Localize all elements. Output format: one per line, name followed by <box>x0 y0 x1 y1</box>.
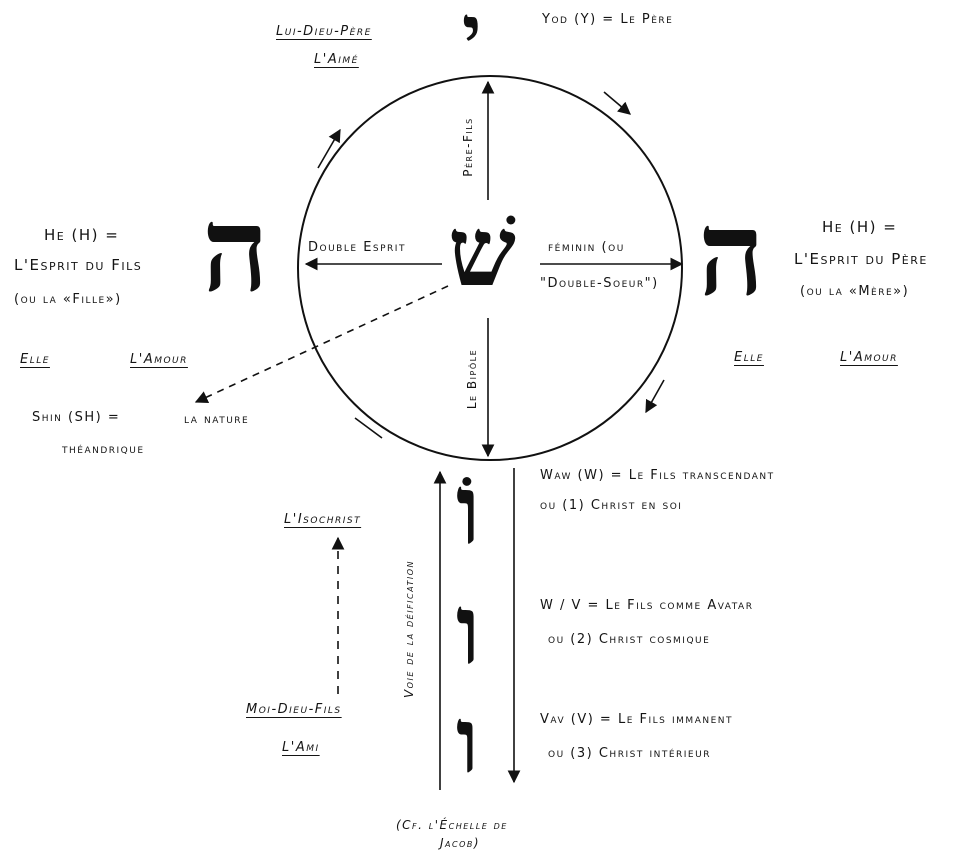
label-he-left-1: He (H) = <box>44 226 120 244</box>
label-voie-deification: Voie de la déification <box>402 559 417 699</box>
label-moi-dieu-fils: Moi-Dieu-Fils <box>246 702 342 717</box>
label-amour-right: L'Amour <box>840 350 898 365</box>
label-double-soeur: "Double-Soeur") <box>540 276 659 291</box>
hebrew-waw: וֹ <box>456 453 481 566</box>
label-waw-2: ou (1) Christ en soi <box>540 498 683 513</box>
label-l-ami: L'Ami <box>282 740 320 755</box>
label-l-aime: L'Aimé <box>314 52 359 67</box>
label-vav-2: ou (3) Christ intérieur <box>548 746 711 761</box>
hebrew-he-left: ה <box>202 182 269 318</box>
label-cf-line2: Jacob) <box>440 836 481 850</box>
label-he-right-3: (ou la «Mère») <box>800 284 910 299</box>
label-cf-line1: (Cf. l'Échelle de <box>396 818 508 832</box>
label-l-isochrist: L'Isochrist <box>284 512 362 527</box>
label-waw-1: Waw (W) = Le Fils transcendant <box>540 468 775 483</box>
hebrew-yod: י <box>462 0 482 76</box>
label-lui-dieu-pere: Lui-Dieu-Père <box>276 24 372 39</box>
label-elle-right: Elle <box>734 350 764 365</box>
label-le-bipole: Le Bipôle <box>465 348 480 410</box>
label-shin-1b: la nature <box>184 412 250 427</box>
circulation-arrow-top-right <box>603 91 631 115</box>
hebrew-wv: ו <box>456 573 481 686</box>
label-double-esprit: Double Esprit <box>308 240 406 255</box>
label-he-left-3: (ou la «Fille») <box>14 292 122 307</box>
label-amour-left: L'Amour <box>130 352 188 367</box>
label-pere-fils: Père-Fils <box>460 117 475 177</box>
hebrew-shin: שׁ <box>448 195 516 308</box>
label-he-left-2: L'Esprit du Fils <box>14 256 143 274</box>
label-shin-2: théandrique <box>62 442 145 457</box>
label-he-right-2: L'Esprit du Père <box>794 250 928 268</box>
hebrew-vav: ו <box>456 688 480 794</box>
circulation-arrow-right <box>645 379 665 414</box>
circulation-arrow-left <box>317 128 341 169</box>
label-wv-2: ou (2) Christ cosmique <box>548 632 711 647</box>
label-vav-1: Vav (V) = Le Fils immanent <box>540 712 733 727</box>
label-yod: Yod (Y) = Le Père <box>542 12 674 27</box>
hebrew-he-right: ה <box>698 186 765 322</box>
label-wv-1: W / V = Le Fils comme Avatar <box>540 598 754 613</box>
label-he-right-1: He (H) = <box>822 218 898 236</box>
label-feminin: féminin (ou <box>548 240 625 255</box>
circulation-arrow-bottom-left <box>354 417 383 439</box>
label-shin-1: Shin (SH) = <box>32 410 121 425</box>
label-elle-left: Elle <box>20 352 50 367</box>
